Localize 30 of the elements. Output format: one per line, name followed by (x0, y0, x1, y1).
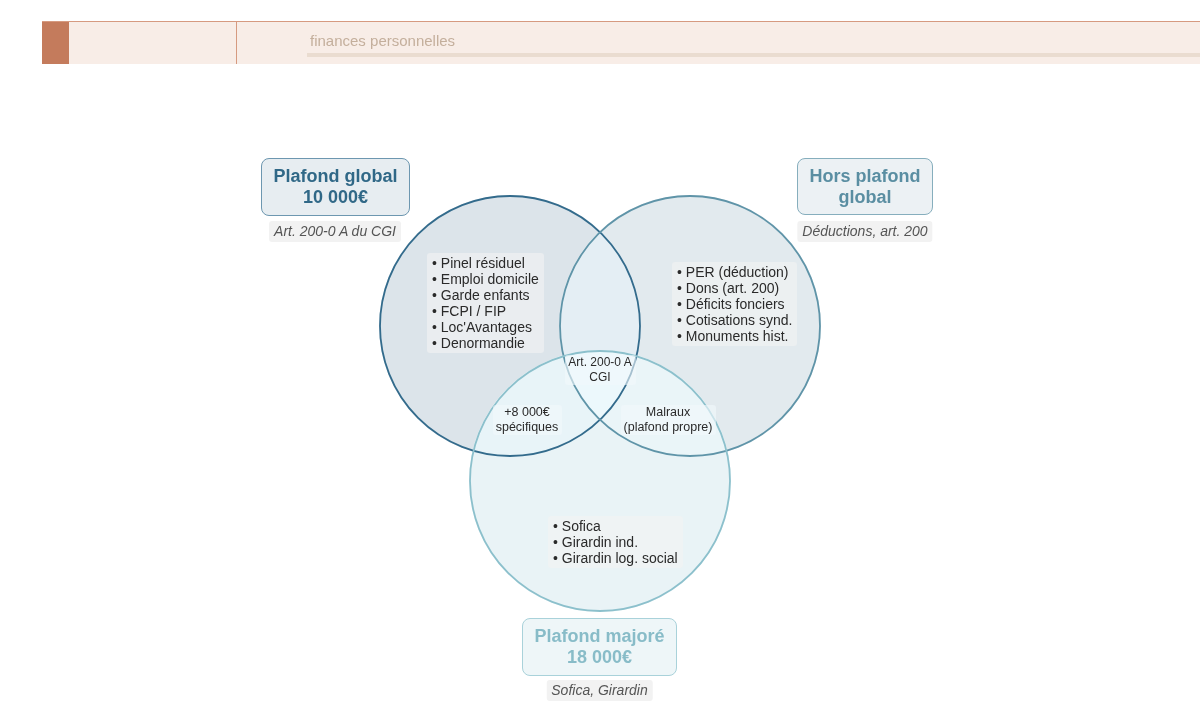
heading-text: Plafond majoré (534, 626, 665, 647)
list-item: • Cotisations synd. (677, 312, 793, 328)
caption-text: Déductions, art. 200 (797, 221, 933, 242)
heading-text: Hors plafond global (808, 165, 922, 208)
list-item: • FCPI / FIP (432, 303, 508, 319)
value-text: 18 000€ (566, 647, 633, 668)
list-item: • Girardin ind. (553, 534, 640, 550)
list-item: • Denormandie (432, 335, 526, 351)
list-item: • Girardin log. social (553, 550, 678, 566)
heading-card (261, 158, 410, 216)
tagline-text: finances personnelles (310, 32, 456, 50)
venn-circle (469, 350, 731, 612)
caption-text: Art. 200-0 A du CGI (269, 221, 401, 242)
caption-text: Sofica, Girardin (546, 680, 653, 701)
list-item: • Pinel résiduel (432, 255, 526, 271)
region-label: +8 000€ spécifiques (492, 405, 562, 435)
heading-card (522, 618, 677, 676)
list-item: • Dons (art. 200) (677, 280, 781, 296)
region-label: Art. 200-0 A CGI (564, 355, 636, 385)
list-item: • Déficits fonciers (677, 296, 786, 312)
list-item: • Loc'Avantages (432, 319, 533, 335)
value-text: 10 000€ (302, 187, 369, 208)
heading-card (797, 158, 933, 215)
list-item: • PER (déduction) (677, 264, 790, 280)
list-item: • Sofica (553, 518, 602, 534)
region-label: Malraux (plafond propre) (620, 405, 716, 435)
list-item: • Emploi domicile (432, 271, 539, 287)
heading-text: Plafond global (273, 166, 398, 187)
list-item: • Monuments hist. (677, 328, 790, 344)
list-item: • Garde enfants (432, 287, 531, 303)
